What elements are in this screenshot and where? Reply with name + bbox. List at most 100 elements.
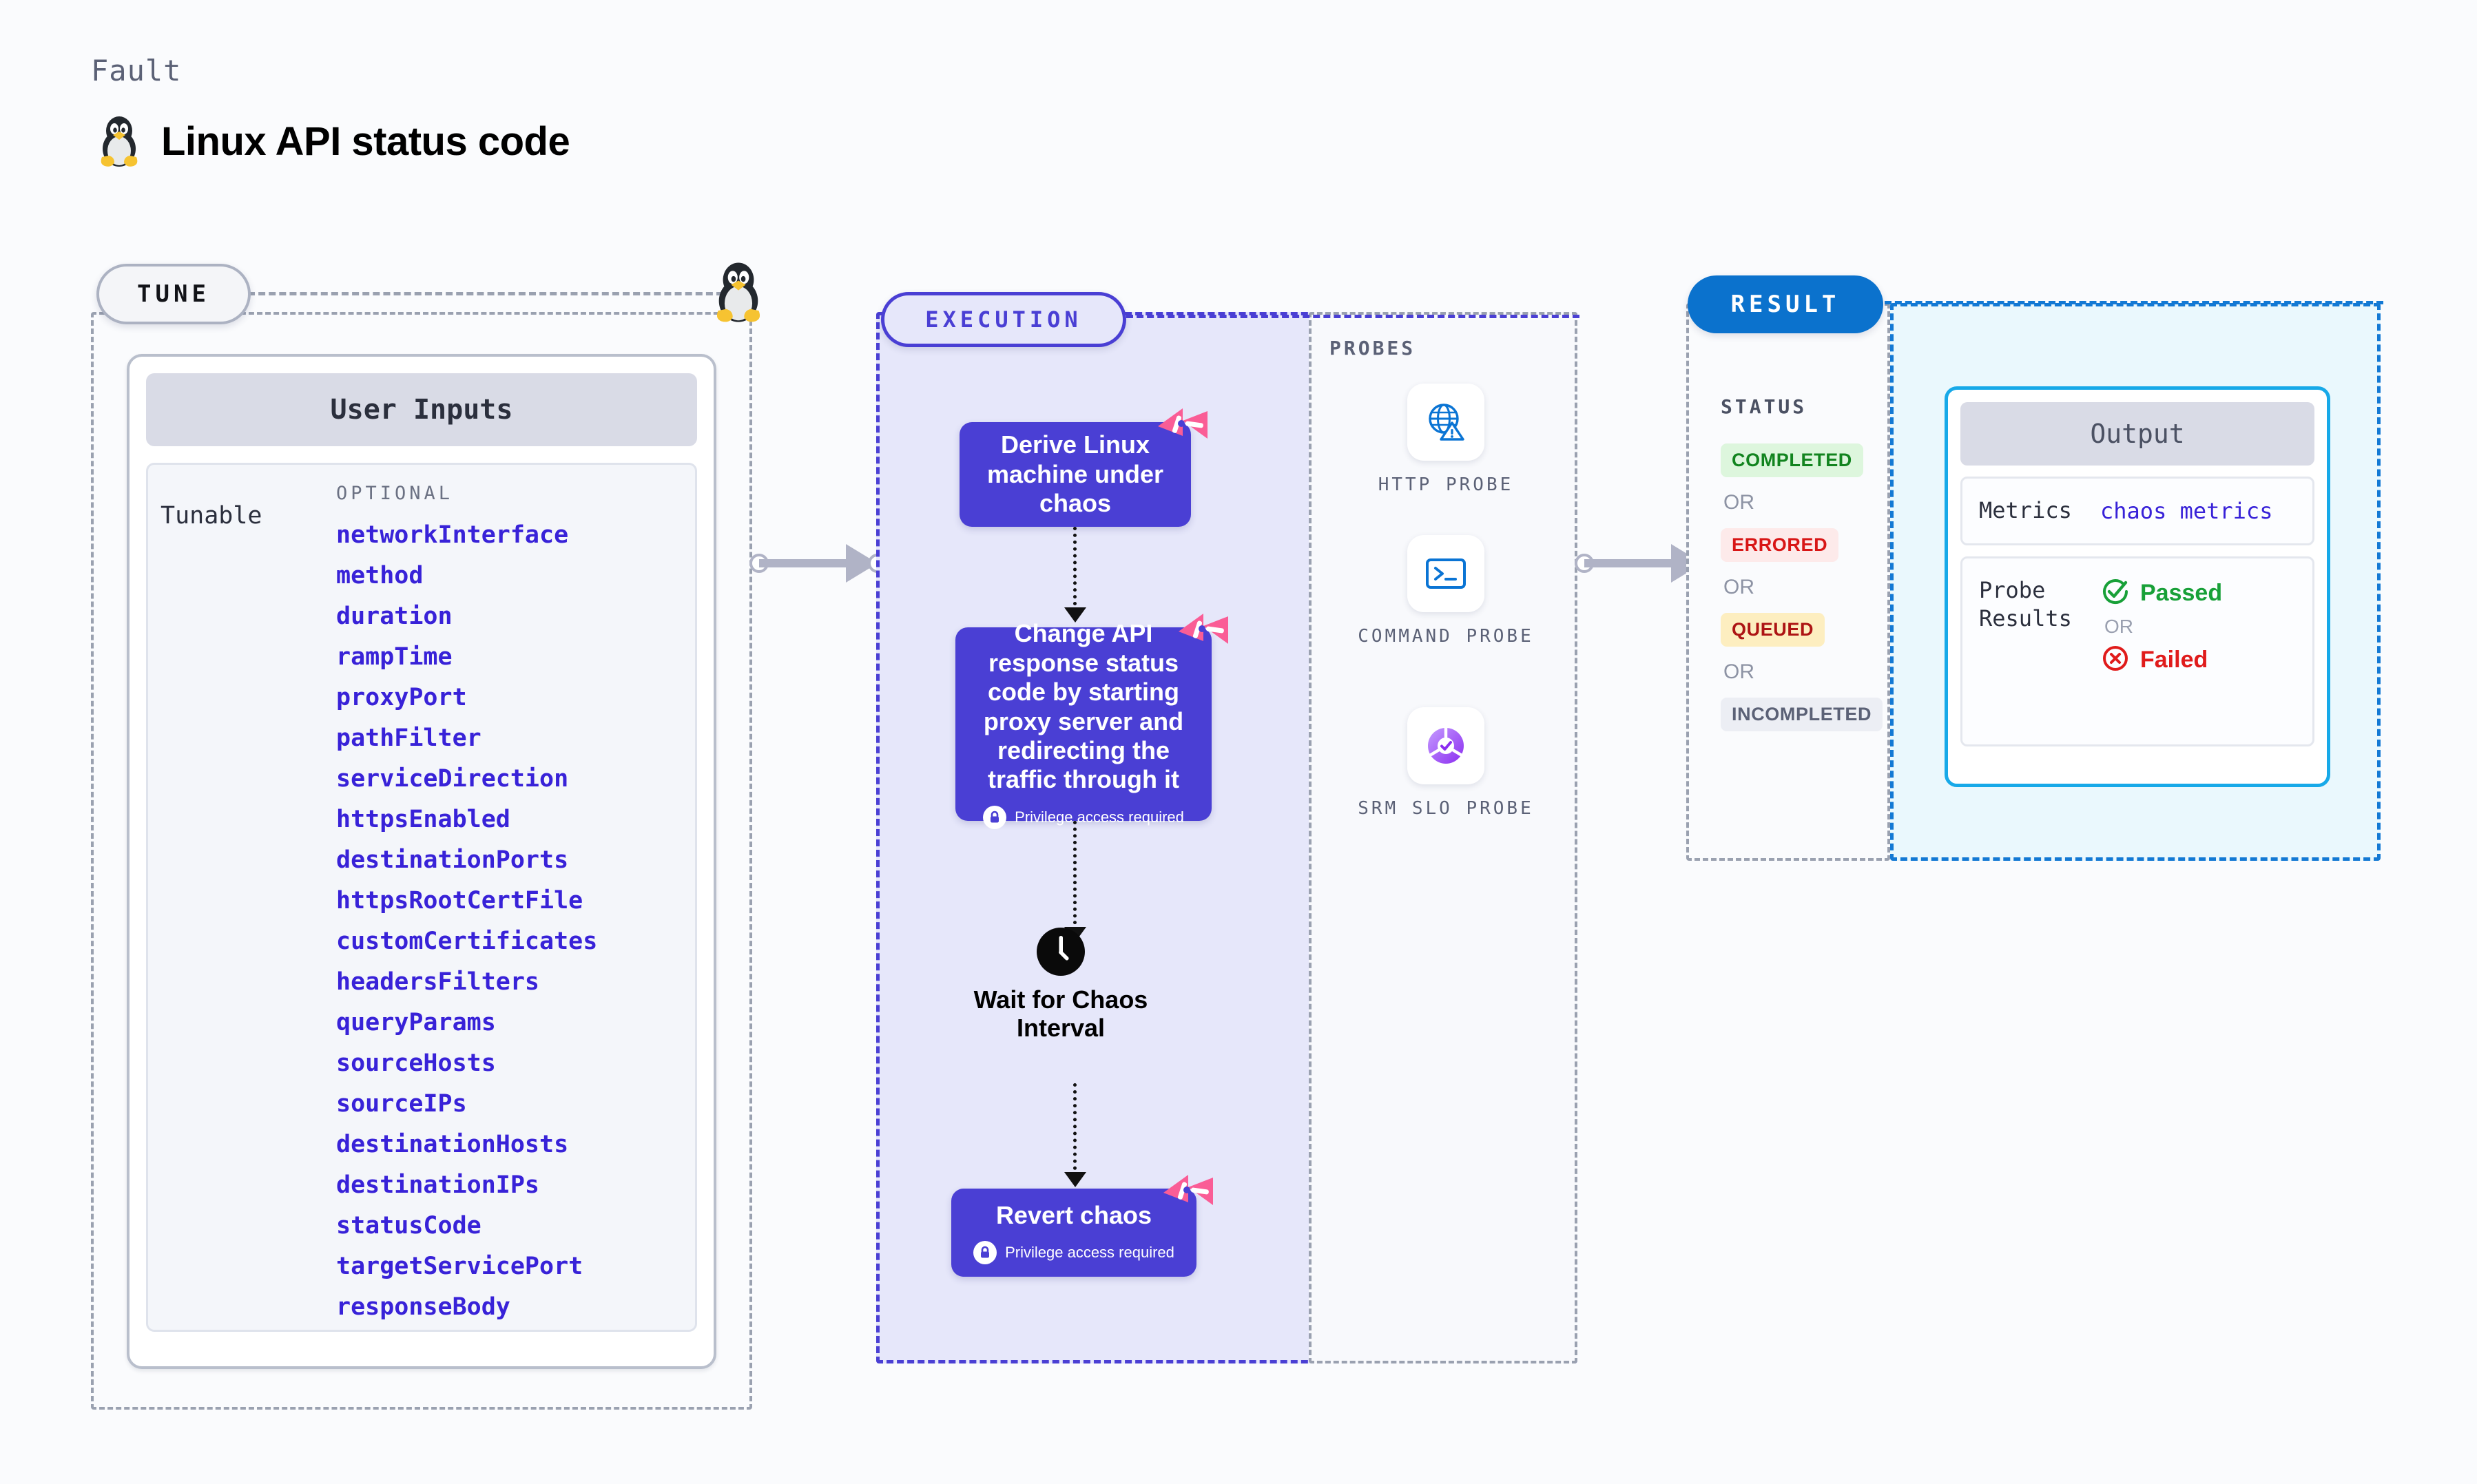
result-badge[interactable]: RESULT [1688, 275, 1883, 333]
wait-for-chaos-interval: Wait for Chaos Interval [951, 926, 1171, 1043]
tunable-param[interactable]: headersFilters [336, 968, 540, 996]
privilege-note: Privilege access required [983, 805, 1184, 829]
flow-arrowhead [1064, 1172, 1086, 1187]
flow-arrow [1073, 1083, 1077, 1177]
tunable-param[interactable]: queryParams [336, 1009, 496, 1036]
tux-penguin-icon [712, 260, 765, 327]
output-header: Output [1960, 402, 2314, 466]
tunable-label: Tunable [160, 502, 262, 530]
x-circle-icon [2100, 643, 2131, 677]
flow-arrowhead [1064, 607, 1086, 623]
execution-node[interactable]: Change API response status code by start… [955, 614, 1228, 829]
status-badge: COMPLETED [1721, 443, 1863, 477]
chaos-flag-icon [1155, 404, 1210, 455]
probes-title: PROBES [1329, 337, 1416, 359]
tune-panel: User Inputs Tunable OPTIONAL networkInte… [91, 312, 752, 1410]
tunable-param[interactable]: httpsEnabled [336, 806, 510, 833]
tunable-param[interactable]: serviceDirection [336, 765, 569, 793]
tunable-param[interactable]: destinationPorts [336, 846, 569, 874]
execution-node[interactable]: Revert chaos Privilege access required [951, 1175, 1213, 1277]
status-or-separator: OR [1723, 576, 1754, 598]
optional-params-column: OPTIONAL networkInterface method duration r… [336, 483, 688, 1323]
status-chip-list: COMPLETED OR ERRORED OR QUEUED OR INCOMPLETED [1721, 443, 1886, 731]
execution-node-text: Revert chaos [995, 1200, 1152, 1229]
status-badge: QUEUED [1721, 613, 1825, 647]
result-output-panel: Output Metrics chaos metrics Probe Resul… [1890, 303, 2381, 861]
page-eyebrow: Fault [91, 54, 182, 87]
srm-slo-probe-icon [1407, 707, 1484, 784]
tunable-param[interactable]: responseBody [336, 1293, 510, 1321]
probe-item[interactable]: HTTP PROBE [1312, 384, 1580, 497]
failed-label: Failed [2140, 646, 2208, 673]
user-inputs-card: User Inputs Tunable OPTIONAL networkInte… [127, 354, 716, 1369]
probe-results-values: Passed OR Failed [2100, 576, 2222, 727]
probes-panel: PROBES HTTP PROBE [1309, 312, 1577, 1363]
tunable-param[interactable]: statusCode [336, 1212, 481, 1240]
privilege-note: Privilege access required [973, 1241, 1174, 1265]
metrics-value[interactable]: chaos metrics [2100, 497, 2273, 524]
probe-item[interactable]: COMMAND PROBE [1312, 535, 1580, 649]
command-probe-icon [1407, 535, 1484, 612]
flow-arrow [1073, 821, 1077, 931]
lock-icon [983, 805, 1007, 829]
execution-badge[interactable]: EXECUTION [881, 292, 1126, 347]
tunable-param[interactable]: proxyPort [336, 684, 467, 711]
chaos-flag-icon [1161, 1171, 1216, 1222]
tunable-param[interactable]: pathFilter [336, 724, 481, 752]
status-badge: INCOMPLETED [1721, 698, 1883, 731]
execution-node-text: Derive Linux machine under chaos [986, 430, 1164, 518]
probe-results-key: Probe Results [1979, 576, 2072, 632]
tunable-param[interactable]: duration [336, 603, 453, 630]
tune-badge[interactable]: TUNE [96, 264, 251, 324]
privilege-note-text: Privilege access required [1005, 1244, 1174, 1262]
result-status-panel: STATUS COMPLETED OR ERRORED OR QUEUED OR INCOM… [1686, 303, 1890, 861]
tunable-param[interactable]: sourceHosts [336, 1049, 496, 1077]
privilege-note-text: Privilege access required [1015, 808, 1184, 826]
output-card: Output Metrics chaos metrics Probe Resul… [1945, 386, 2330, 787]
execution-node-text: Change API response status code by start… [983, 619, 1184, 794]
result-dashed-connector [1885, 301, 2383, 304]
tunable-param[interactable]: destinationIPs [336, 1171, 540, 1199]
tunable-param[interactable]: networkInterface [336, 521, 569, 549]
page-title-row: Linux API status code [96, 114, 570, 168]
probe-result-failed: Failed [2100, 643, 2222, 677]
metrics-key: Metrics [1979, 497, 2072, 523]
probe-results-row: Probe Results Passed OR [1960, 556, 2314, 746]
status-badge: ERRORED [1721, 528, 1839, 562]
passed-label: Passed [2140, 579, 2223, 606]
page-title: Linux API status code [161, 118, 570, 164]
chaos-flag-icon [1176, 609, 1231, 660]
flow-arrow [1073, 527, 1077, 612]
probe-label: SRM SLO PROBE [1358, 798, 1534, 819]
tune-dashed-connector [248, 292, 723, 295]
tunable-param[interactable]: rampTime [336, 643, 453, 671]
tunable-param[interactable]: destinationHosts [336, 1131, 569, 1158]
user-inputs-body: Tunable OPTIONAL networkInterface method d… [146, 463, 697, 1332]
clock-icon [951, 926, 1171, 977]
connector-tune-to-execution [749, 544, 887, 583]
wait-label: Wait for Chaos Interval [973, 985, 1148, 1043]
status-title: STATUS [1721, 395, 1807, 418]
tunable-param-list: networkInterface method duration rampTime pr… [336, 521, 688, 1330]
execution-dashed-connector [1126, 315, 1579, 318]
probe-results-or: OR [2104, 615, 2133, 637]
tunable-param[interactable]: method [336, 562, 424, 589]
lock-icon [973, 1241, 997, 1265]
probe-item[interactable]: SRM SLO PROBE [1312, 707, 1580, 821]
probe-label: HTTP PROBE [1378, 474, 1514, 495]
probe-label: COMMAND PROBE [1358, 626, 1534, 647]
metrics-row: Metrics chaos metrics [1960, 477, 2314, 545]
probe-result-passed: Passed [2100, 576, 2222, 610]
tunable-param[interactable]: customCertificates [336, 928, 598, 955]
check-circle-icon [2100, 576, 2131, 610]
tunable-param[interactable]: httpsRootCertFile [336, 887, 583, 915]
optional-label: OPTIONAL [336, 483, 454, 504]
execution-node[interactable]: Derive Linux machine under chaos [960, 408, 1208, 527]
tux-penguin-icon [96, 114, 142, 168]
tunable-param[interactable]: targetServicePort [336, 1253, 583, 1280]
status-or-separator: OR [1723, 660, 1754, 683]
http-probe-icon [1407, 384, 1484, 461]
status-or-separator: OR [1723, 491, 1754, 514]
tunable-param[interactable]: sourceIPs [336, 1090, 467, 1118]
